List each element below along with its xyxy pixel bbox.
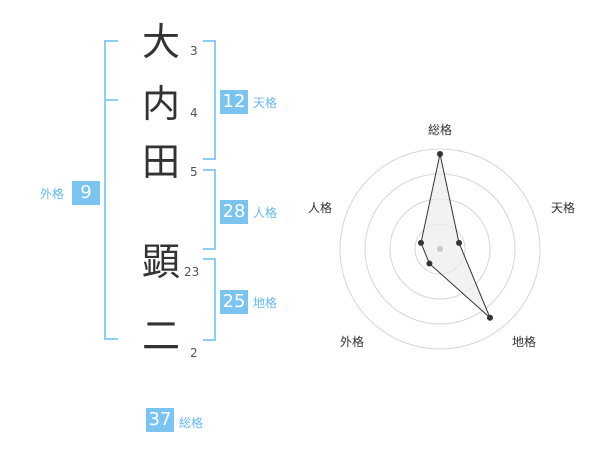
radar-ring-4	[339, 148, 541, 350]
stroke-count-2: 4	[190, 106, 198, 120]
radar-points	[417, 151, 493, 321]
tenkaku-badge: 12	[220, 90, 248, 114]
radar-label-soukaku: 総格	[428, 122, 452, 137]
radar-point-2	[456, 239, 463, 246]
gaikaku-bracket	[104, 40, 118, 340]
stroke-count-5: 2	[190, 346, 198, 360]
radar-point-3	[486, 314, 493, 321]
radar-label-jinkaku: 人格	[308, 200, 332, 215]
radar-point-1	[437, 151, 443, 157]
tenkaku-label: 天格	[253, 96, 278, 110]
soukaku-label: 総格	[179, 416, 204, 430]
soukaku-badge: 37	[146, 408, 174, 432]
name-char-5: 二	[141, 314, 180, 358]
radar-point-4	[426, 260, 433, 267]
stroke-count-1: 3	[190, 44, 198, 58]
name-char-1: 大	[141, 20, 180, 64]
gaikaku-inner-tick	[104, 99, 118, 101]
radar-point-5	[417, 239, 424, 246]
jinkaku-label: 人格	[253, 206, 278, 220]
radar-center	[437, 246, 443, 252]
jinkaku-badge: 28	[220, 200, 248, 224]
radar-label-chikaku: 地格	[512, 334, 536, 349]
name-char-4: 顕	[141, 240, 180, 284]
chikaku-badge: 25	[220, 290, 248, 314]
radar-label-gaikaku: 外格	[340, 334, 364, 349]
gaikaku-label: 外格	[40, 187, 65, 201]
radar-shape	[420, 153, 491, 319]
name-char-3: 田	[141, 140, 180, 184]
jinkaku-bracket	[203, 169, 216, 250]
radar-label-tenkaku: 天格	[551, 200, 575, 215]
tenkaku-bracket	[203, 40, 216, 160]
chikaku-bracket	[203, 258, 216, 341]
name-char-2: 内	[141, 82, 180, 126]
chikaku-label: 地格	[253, 296, 278, 310]
gaikaku-badge: 9	[72, 181, 100, 205]
stroke-count-3: 5	[190, 165, 198, 179]
stroke-count-4: 23	[184, 265, 200, 279]
